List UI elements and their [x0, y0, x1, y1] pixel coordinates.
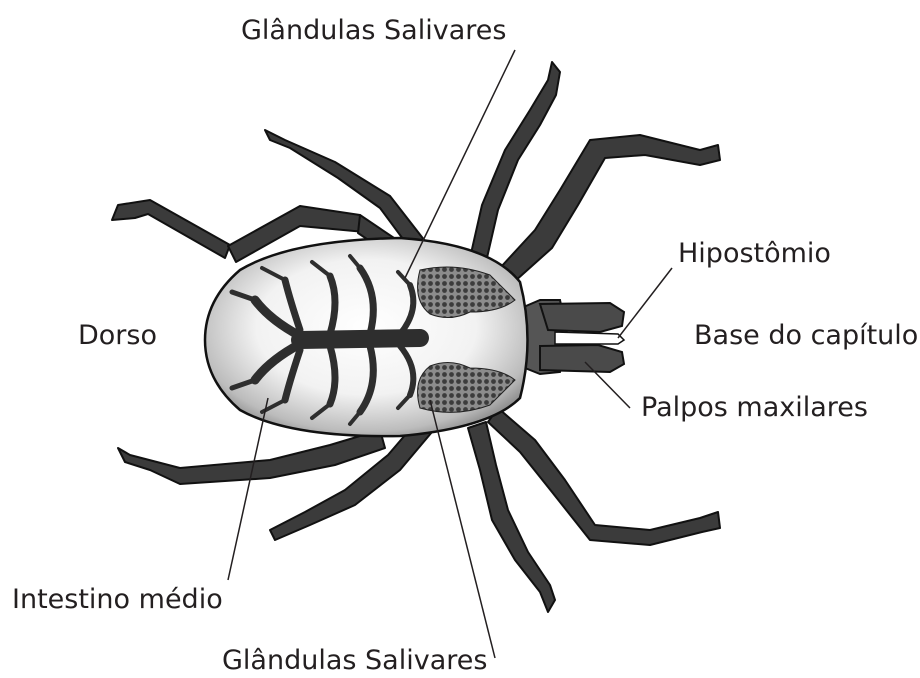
label-bottom-salivary-glands: Glândulas Salivares: [222, 647, 487, 674]
tick-body: [205, 238, 528, 436]
label-dorsum: Dorso: [78, 322, 157, 349]
label-hypostome: Hipostômio: [678, 240, 831, 267]
label-top-salivary-glands: Glândulas Salivares: [241, 17, 506, 44]
label-midgut: Intestino médio: [12, 586, 223, 613]
label-capitulum-base: Base do capítulo: [694, 322, 918, 349]
leader-hypostome: [618, 268, 672, 338]
palp-upper: [540, 303, 624, 332]
leader-midgut: [228, 398, 268, 580]
label-maxillary-palps: Palpos maxilares: [641, 394, 868, 421]
leg-lower-right-2: [488, 408, 720, 545]
palp-lower: [540, 345, 624, 372]
hypostome: [555, 332, 624, 344]
